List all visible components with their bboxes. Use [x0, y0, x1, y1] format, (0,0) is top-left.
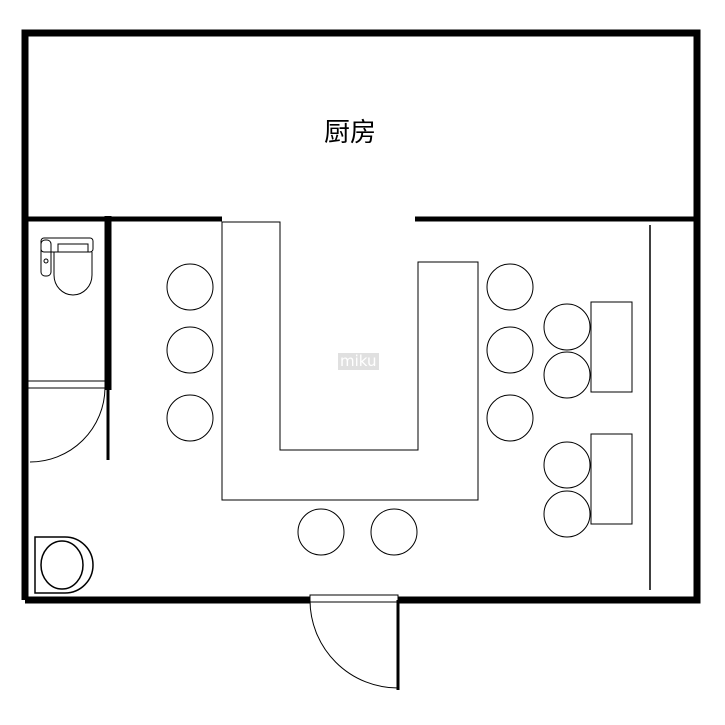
stools [166, 263, 534, 556]
watermark: miku [338, 352, 379, 370]
entrance-door [309, 594, 400, 690]
tables [543, 301, 633, 538]
kitchen-label: 厨房 [323, 118, 376, 148]
counter [221, 221, 479, 501]
toilet-door-swing [29, 387, 106, 463]
toilet-room-walls [28, 216, 112, 460]
outer-walls [21, 29, 701, 604]
toilet-icon [40, 237, 94, 296]
sink-icon [34, 536, 94, 594]
